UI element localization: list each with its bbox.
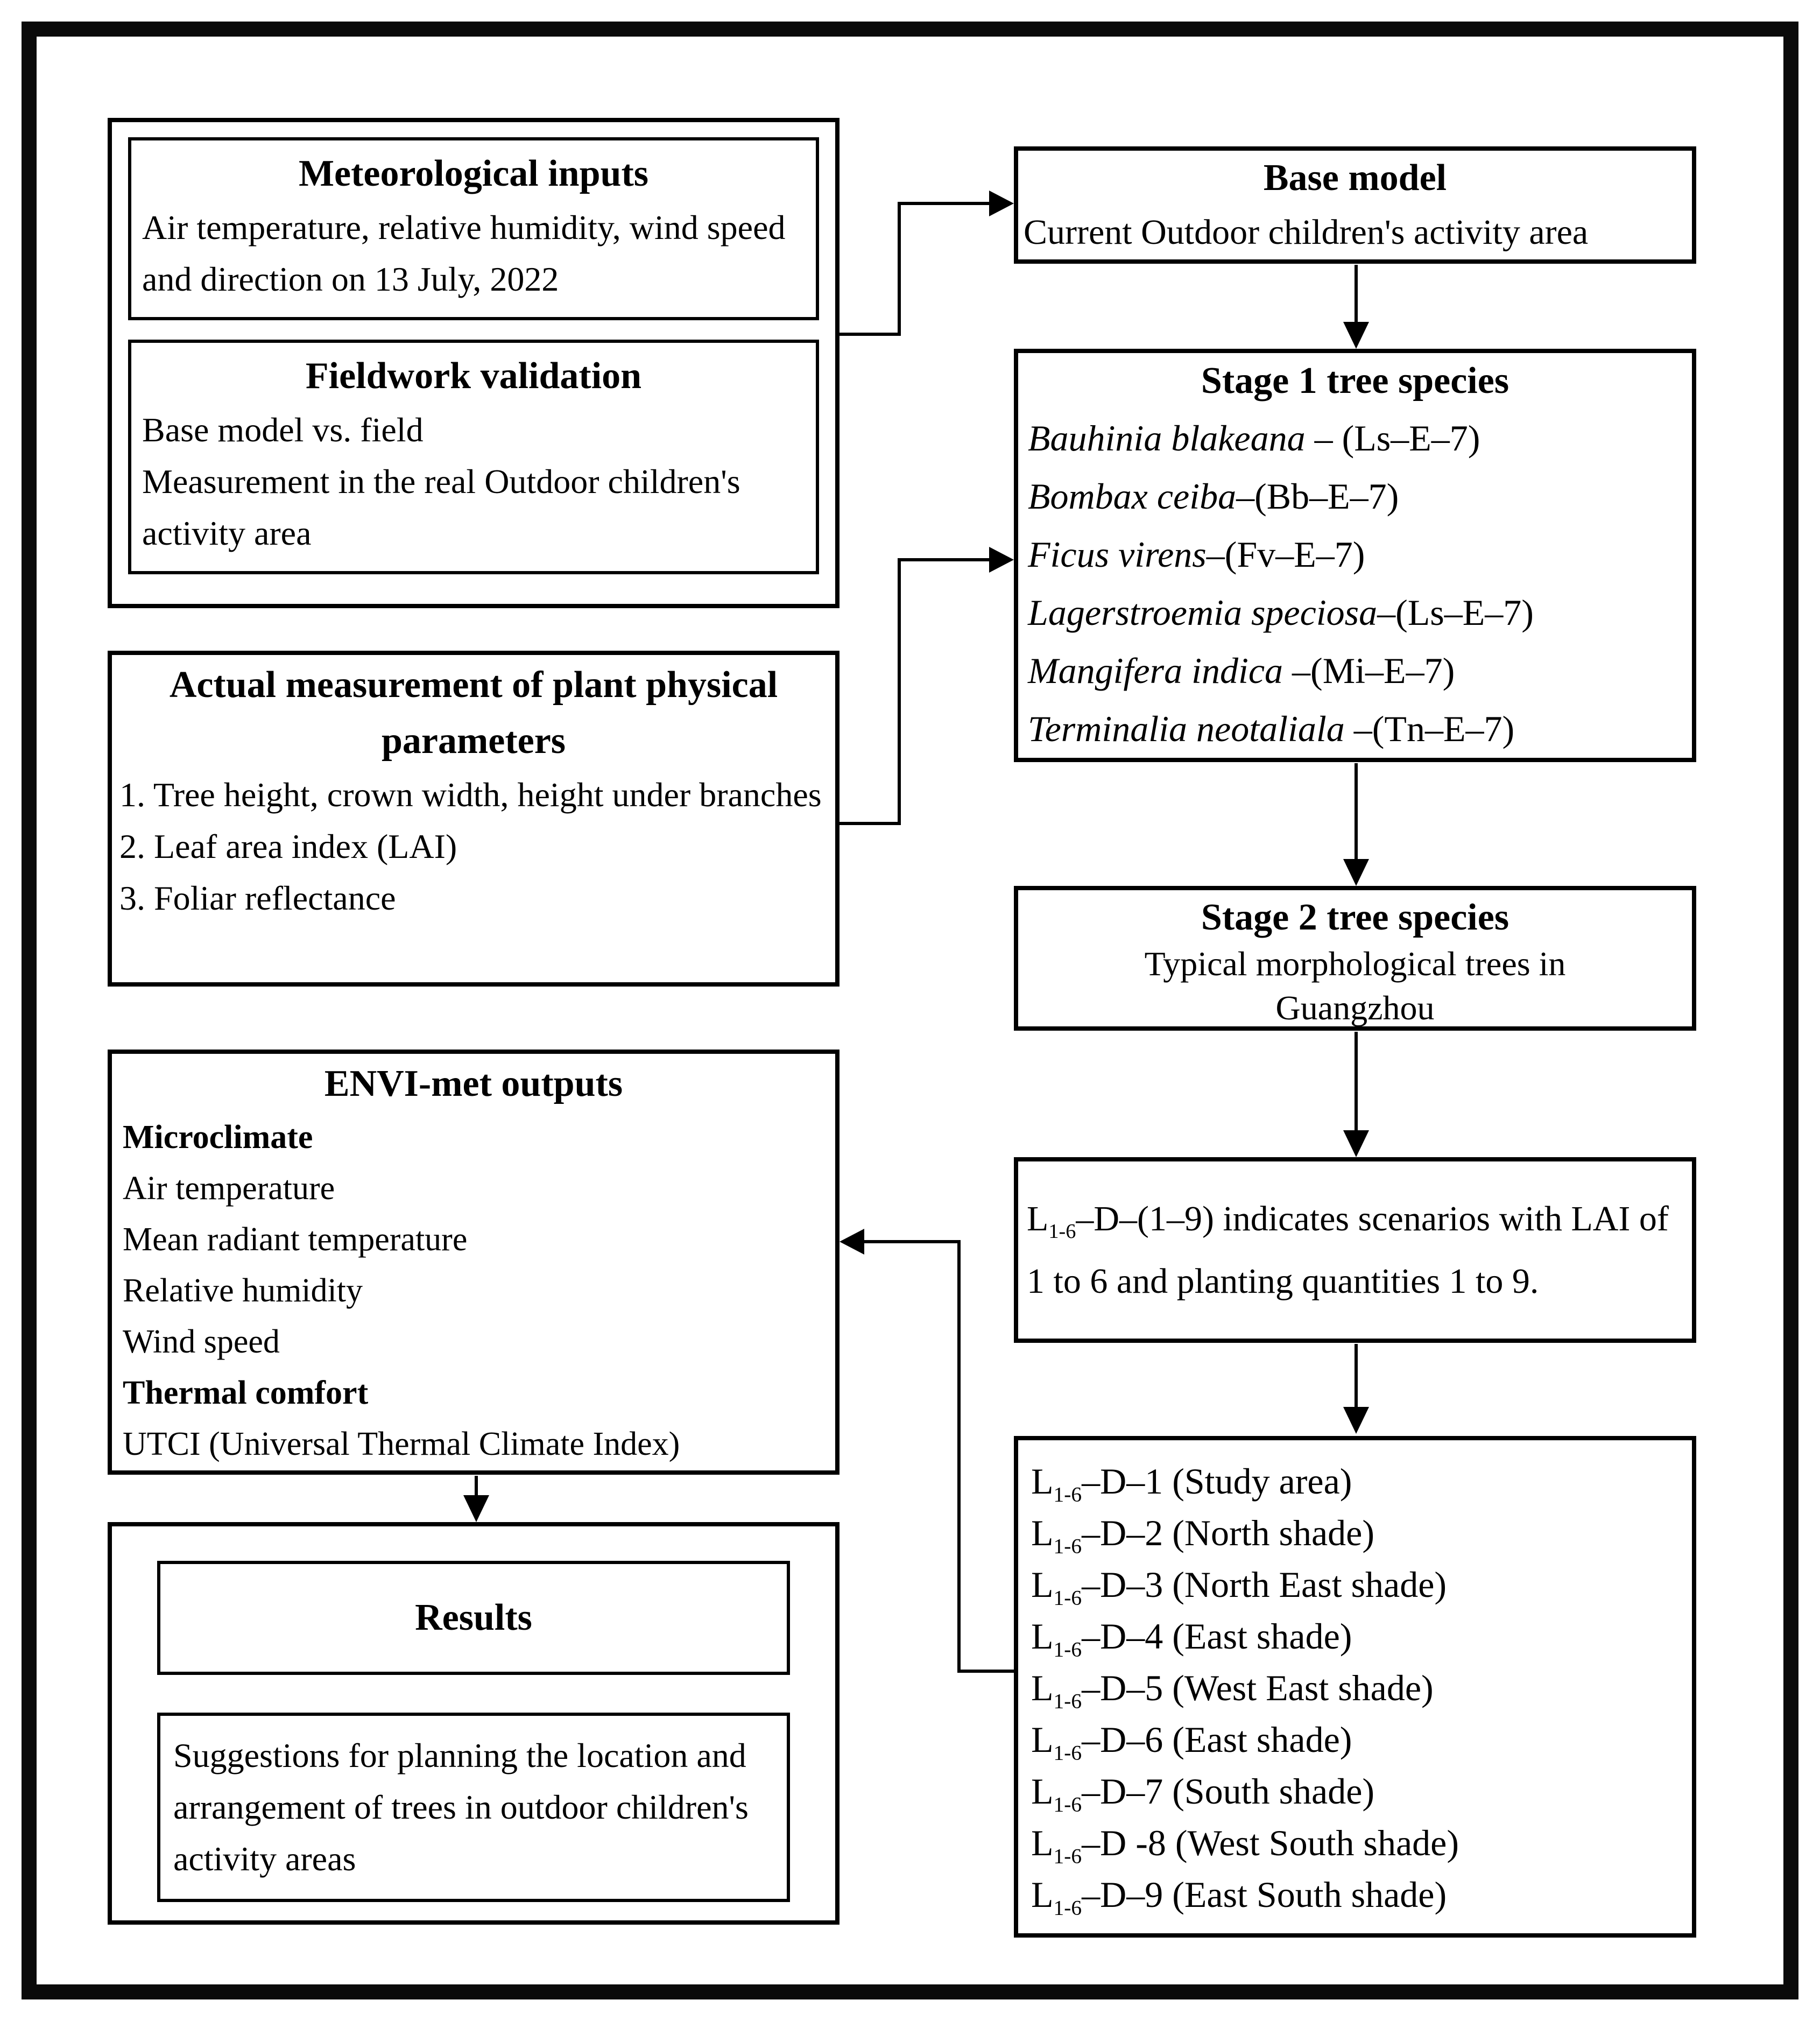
meteorological-inputs-box: Meteorological inputs Air temperature, r… bbox=[128, 137, 819, 320]
scenario-label-part: L bbox=[1031, 1667, 1054, 1708]
scenario-label-part: L bbox=[1031, 1874, 1054, 1915]
scenario-label-subscript: 1-6 bbox=[1053, 1844, 1082, 1868]
results-title: Results bbox=[415, 1597, 532, 1638]
scenario-label-subscript: 1-6 bbox=[1053, 1637, 1082, 1661]
scenario-label-subscript: 1-6 bbox=[1053, 1741, 1082, 1765]
scenario-note-box: L1-6–D–(1–9) indicates scenarios with LA… bbox=[1014, 1157, 1696, 1343]
stage2-species-box: Stage 2 tree species Typical morphologic… bbox=[1014, 886, 1696, 1031]
scenario-label-part: –D–4 (East shade) bbox=[1082, 1616, 1352, 1657]
species-code: –(Ls–E–7) bbox=[1377, 592, 1534, 633]
scenario-label-subscript: 1-6 bbox=[1053, 1482, 1082, 1506]
scenario-item: L1-6–D–5 (West East shade) bbox=[1031, 1662, 1692, 1714]
envi-output-line: Wind speed bbox=[123, 1323, 280, 1360]
plant-measurement-box: Actual measurement of plant physical par… bbox=[108, 651, 840, 987]
base-model-box: Base model Current Outdoor children's ac… bbox=[1014, 146, 1696, 264]
scenario-item: L1-6–D–3 (North East shade) bbox=[1031, 1559, 1692, 1610]
fieldwork-validation-title: Fieldwork validation bbox=[305, 355, 642, 397]
envi-output-line: Thermal comfort bbox=[123, 1375, 369, 1411]
scenario-label-part: –D–6 (East shade) bbox=[1082, 1719, 1352, 1760]
species-item: Terminalia neotaliala –(Tn–E–7) bbox=[1028, 700, 1682, 758]
species-code: –(Bb–E–7) bbox=[1236, 476, 1399, 517]
species-code: –(Mi–E–7) bbox=[1283, 650, 1455, 691]
scenario-label-subscript: 1-6 bbox=[1053, 1689, 1082, 1713]
stage2-body: Typical morphological trees in Guangzhou bbox=[1144, 945, 1566, 1027]
envi-output-line: UTCI (Universal Thermal Climate Index) bbox=[123, 1426, 680, 1462]
suggestions-box: Suggestions for planning the location an… bbox=[157, 1713, 790, 1902]
scenario-label-part: L bbox=[1031, 1564, 1054, 1605]
scenario-label-part: –D–5 (West East shade) bbox=[1082, 1667, 1434, 1708]
scenario-label-subscript: 1-6 bbox=[1053, 1896, 1082, 1920]
results-group-box: Results Suggestions for planning the loc… bbox=[108, 1522, 840, 1925]
scenario-label-part: –D–2 (North shade) bbox=[1082, 1512, 1374, 1553]
species-name: Bombax ceiba bbox=[1028, 476, 1237, 517]
base-model-body: Current Outdoor children's activity area bbox=[1024, 213, 1589, 252]
envi-output-line: Air temperature bbox=[123, 1170, 335, 1207]
fieldwork-validation-box: Fieldwork validation Base model vs. fiel… bbox=[128, 340, 819, 574]
scenario-label-part: L bbox=[1031, 1719, 1054, 1760]
species-name: Terminalia neotaliala bbox=[1028, 708, 1345, 749]
scenario-label-subscript: 1-6 bbox=[1053, 1792, 1082, 1816]
scenario-item: L1-6–D–2 (North shade) bbox=[1031, 1507, 1692, 1559]
suggestions-text: Suggestions for planning the location an… bbox=[173, 1736, 749, 1878]
species-name: Mangifera indica bbox=[1028, 650, 1283, 691]
stage1-title: Stage 1 tree species bbox=[1201, 360, 1509, 402]
envi-output-line: Mean radiant temperature bbox=[123, 1221, 468, 1258]
base-model-title: Base model bbox=[1263, 157, 1447, 199]
envi-outputs-title: ENVI-met outputs bbox=[324, 1063, 623, 1104]
scenario-label-part: –D–1 (Study area) bbox=[1082, 1461, 1352, 1502]
scenario-item: L1-6–D–4 (East shade) bbox=[1031, 1610, 1692, 1662]
stage1-species-box: Stage 1 tree species Bauhinia blakeana –… bbox=[1014, 349, 1696, 762]
scenario-list-box: L1-6–D–1 (Study area) L1-6–D–2 (North sh… bbox=[1014, 1436, 1696, 1938]
scenario-label-subscript: 1-6 bbox=[1053, 1586, 1082, 1610]
plant-measurement-item: 1. Tree height, crown width, height unde… bbox=[119, 776, 822, 814]
scenario-label-subscript: 1-6 bbox=[1048, 1220, 1076, 1243]
plant-measurement-item: 3. Foliar reflectance bbox=[119, 879, 396, 917]
plant-measurement-title: Actual measurement of plant physical par… bbox=[169, 664, 778, 762]
scenario-label-part: L bbox=[1027, 1199, 1049, 1238]
scenario-item: L1-6–D–9 (East South shade) bbox=[1031, 1869, 1692, 1920]
envi-outputs-box: ENVI-met outputs Microclimate Air temper… bbox=[108, 1050, 840, 1475]
scenario-note-text: L1-6–D–(1–9) indicates scenarios with LA… bbox=[1027, 1188, 1683, 1313]
scenario-label-part: L bbox=[1031, 1461, 1054, 1502]
species-item: Bombax ceiba–(Bb–E–7) bbox=[1028, 467, 1682, 525]
scenario-label-part: –D–9 (East South shade) bbox=[1082, 1874, 1447, 1915]
scenario-label-part: L bbox=[1031, 1822, 1054, 1863]
envi-output-line: Microclimate bbox=[123, 1119, 313, 1156]
plant-measurement-item: 2. Leaf area index (LAI) bbox=[119, 827, 457, 865]
scenario-label-part: –D–3 (North East shade) bbox=[1082, 1564, 1447, 1605]
scenario-label-part: –D–(1–9) indicates scenarios with LAI of… bbox=[1027, 1199, 1669, 1301]
species-name: Ficus virens bbox=[1028, 534, 1207, 575]
fieldwork-line-1: Base model vs. field bbox=[142, 411, 424, 449]
species-code: –(Tn–E–7) bbox=[1344, 708, 1515, 749]
species-name: Lagerstroemia speciosa bbox=[1028, 592, 1378, 633]
species-code: – (Ls–E–7) bbox=[1305, 418, 1480, 459]
scenario-label-part: –D–7 (South shade) bbox=[1082, 1771, 1375, 1812]
meteorological-inputs-title: Meteorological inputs bbox=[298, 153, 649, 194]
species-item: Ficus virens–(Fv–E–7) bbox=[1028, 525, 1682, 583]
species-item: Mangifera indica –(Mi–E–7) bbox=[1028, 642, 1682, 700]
scenario-item: L1-6–D–7 (South shade) bbox=[1031, 1765, 1692, 1817]
scenario-item: L1-6–D–6 (East shade) bbox=[1031, 1714, 1692, 1765]
envi-output-line: Relative humidity bbox=[123, 1272, 363, 1309]
scenario-label-part: L bbox=[1031, 1771, 1054, 1812]
species-item: Bauhinia blakeana – (Ls–E–7) bbox=[1028, 409, 1682, 467]
results-box: Results bbox=[157, 1561, 790, 1675]
scenario-item: L1-6–D–1 (Study area) bbox=[1031, 1455, 1692, 1507]
meteorological-inputs-body: Air temperature, relative humidity, wind… bbox=[142, 208, 786, 298]
fieldwork-line-2: Measurement in the real Outdoor children… bbox=[142, 462, 740, 552]
species-name: Bauhinia blakeana bbox=[1028, 418, 1306, 459]
species-item: Lagerstroemia speciosa–(Ls–E–7) bbox=[1028, 583, 1682, 642]
scenario-label-subscript: 1-6 bbox=[1053, 1534, 1082, 1558]
scenario-item: L1-6–D -8 (West South shade) bbox=[1031, 1817, 1692, 1869]
scenario-label-part: L bbox=[1031, 1512, 1054, 1553]
species-code: –(Fv–E–7) bbox=[1206, 534, 1365, 575]
stage2-title: Stage 2 tree species bbox=[1201, 897, 1509, 938]
inputs-group-box: Meteorological inputs Air temperature, r… bbox=[108, 118, 840, 608]
scenario-label-part: –D -8 (West South shade) bbox=[1082, 1822, 1459, 1863]
scenario-label-part: L bbox=[1031, 1616, 1054, 1657]
